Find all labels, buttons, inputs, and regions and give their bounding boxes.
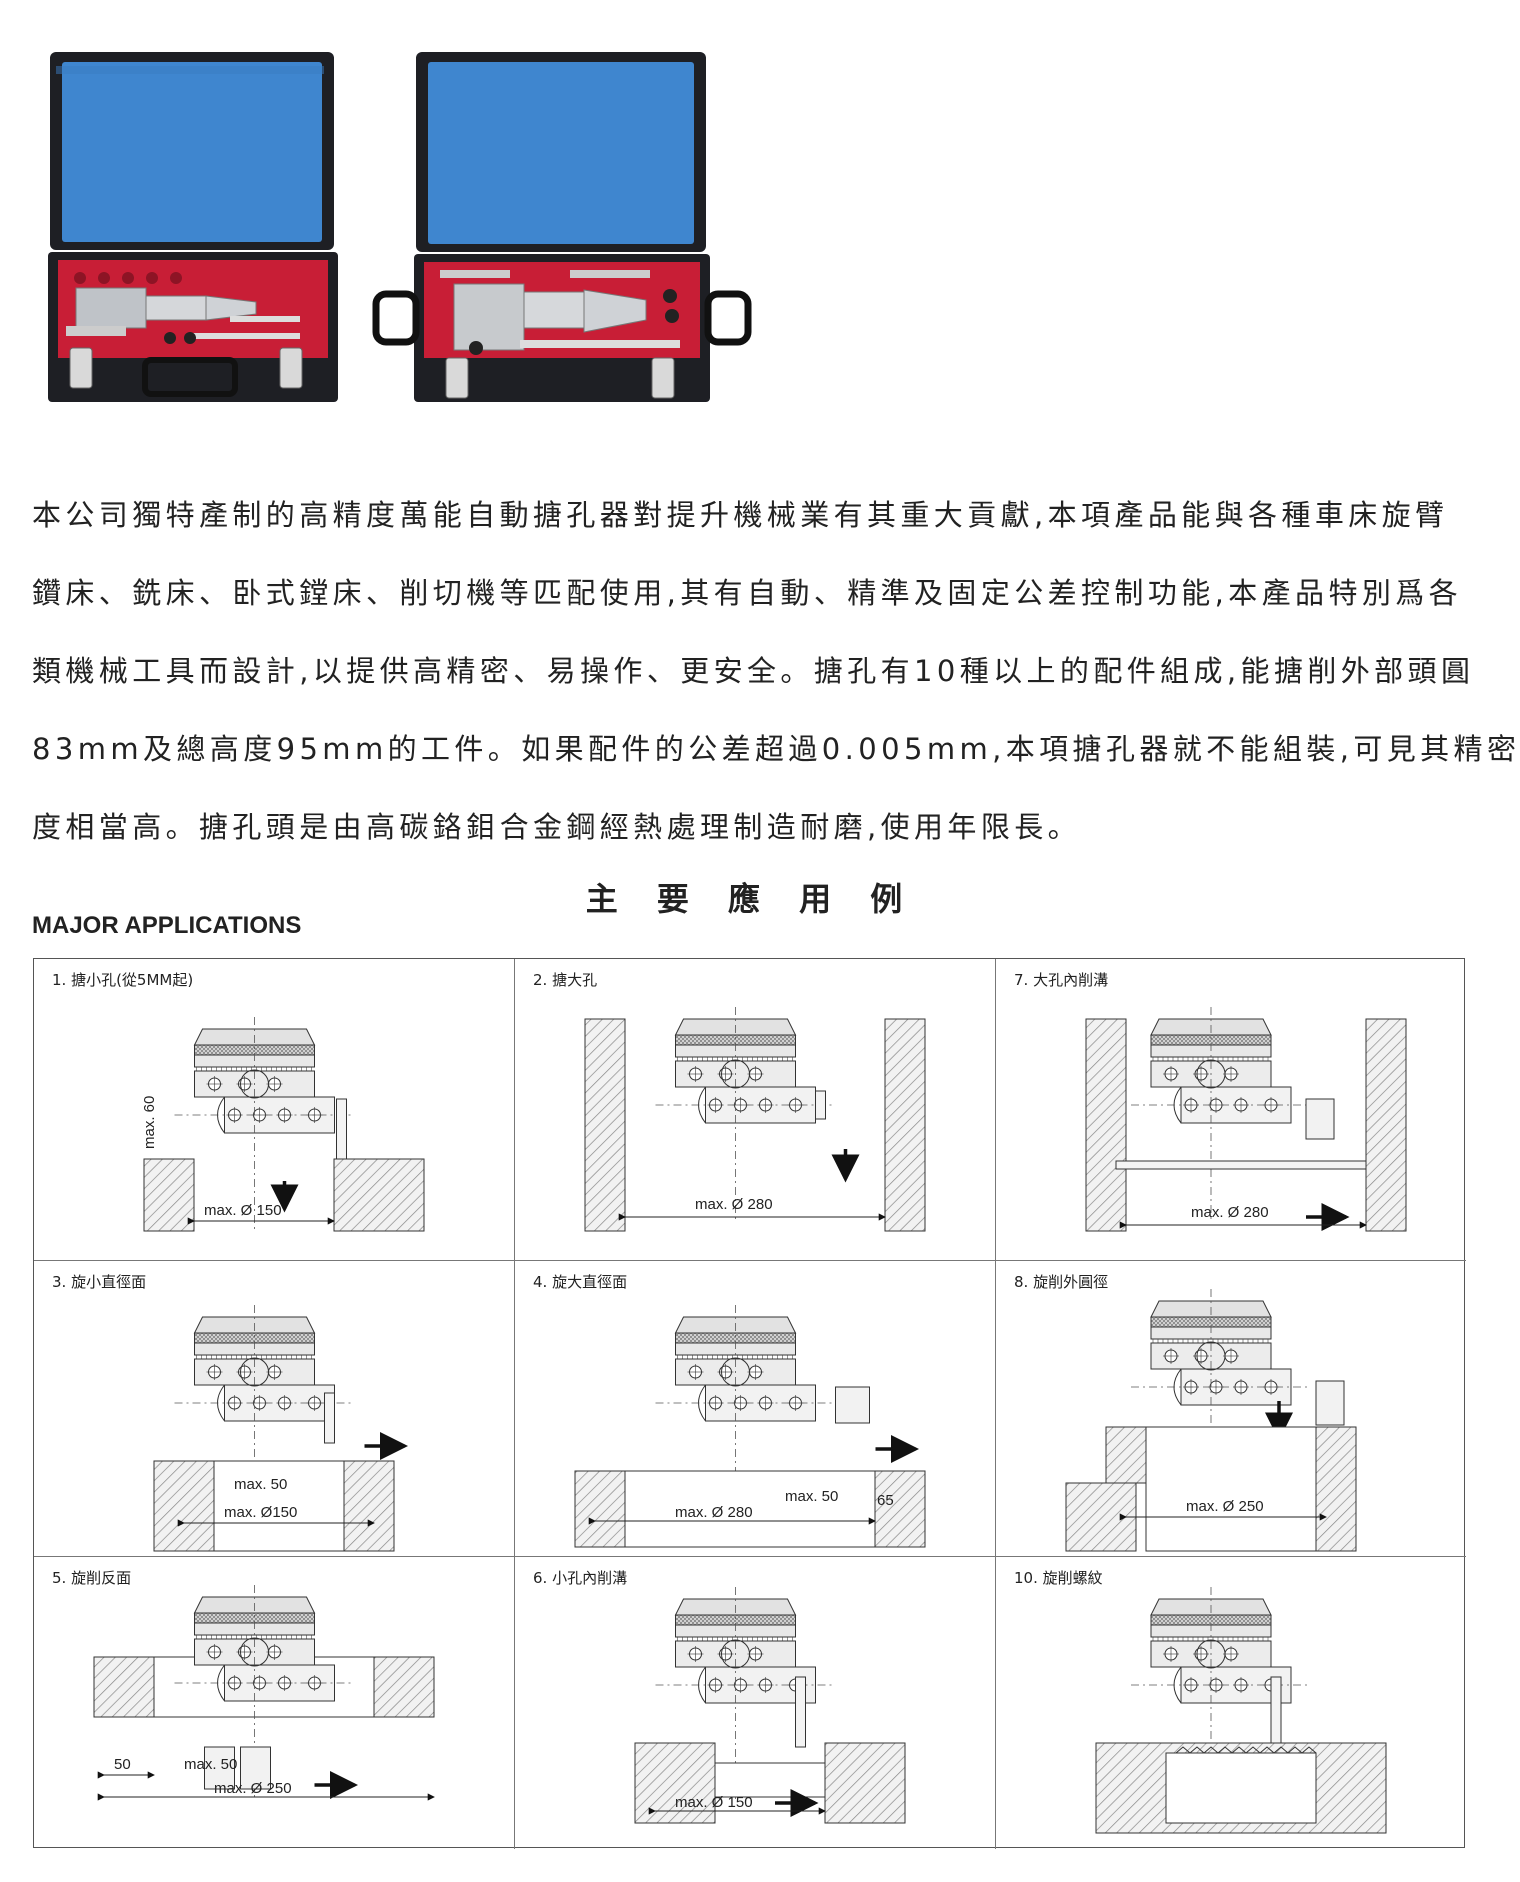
boring-bar [336, 1098, 347, 1160]
workpiece-bore [624, 1470, 876, 1548]
boring-kit-case-photo-large [370, 48, 770, 420]
dimension-label: max. Ø 150 [204, 1202, 282, 1219]
intro-line-1: 本公司獨特產制的高精度萬能自動搪孔器對提升機械業有其重大貢獻,本項產品能與各種車… [32, 498, 1449, 532]
intro-line-4: 83mm及總高度95mm的工件。如果配件的公差超過0.005mm,本項搪孔器就不… [32, 732, 1520, 766]
application-cell-5: 5. 旋削反面 50 max. 50 max. Ø 250 [34, 1557, 515, 1849]
tool-holder [1315, 1380, 1345, 1426]
workpiece-section [1085, 1018, 1127, 1232]
application-diagram: max. 50 max. Ø150 [153, 1305, 408, 1552]
workpiece-groove [714, 1762, 826, 1798]
boring-head [655, 1305, 836, 1517]
workpiece-bore [213, 1460, 345, 1552]
tool-holder [835, 1386, 870, 1424]
boring-bar [1115, 1160, 1367, 1170]
workpiece-section [574, 1470, 626, 1548]
workpiece-section [1065, 1482, 1137, 1552]
application-diagram: max. Ø 280 [584, 1007, 926, 1232]
boring-head [174, 1585, 355, 1797]
intro-line-5: 度相當高。搪孔頭是由高碳鉻鉬合金鋼經熱處理制造耐磨,使用年限長。 [32, 810, 1082, 844]
application-label: 2. 搪大孔 [533, 971, 598, 989]
application-label: 6. 小孔內削溝 [533, 1569, 628, 1587]
application-label: 1. 搪小孔(從5MM起) [52, 971, 194, 989]
workpiece-section [584, 1018, 626, 1232]
dimension-label: 65 [877, 1492, 894, 1509]
dimension-label: max. Ø 250 [214, 1780, 292, 1797]
application-diagram: max. Ø 250 [1065, 1289, 1357, 1552]
dimension-label: max. Ø 280 [675, 1504, 753, 1521]
section-title-english: MAJOR APPLICATIONS [32, 912, 302, 939]
workpiece-section [1105, 1426, 1147, 1484]
application-cell-7: 7. 大孔內削溝 max. Ø 280 [996, 959, 1466, 1261]
boring-bar [795, 1676, 806, 1748]
application-label: 8. 旋削外圓徑 [1014, 1273, 1109, 1291]
boring-bar [324, 1392, 335, 1444]
application-cell-2: 2. 搪大孔 max. Ø 280 [515, 959, 996, 1261]
workpiece-section [93, 1656, 155, 1718]
application-diagram: max. Ø 150 max. 60 [141, 1017, 425, 1232]
workpiece-section [343, 1460, 395, 1552]
workpiece-section [874, 1470, 926, 1548]
boring-head [655, 1007, 836, 1219]
application-cell-4: 4. 旋大直徑面 max. 50 max. Ø 280 65 [515, 1261, 996, 1557]
tool-holder [240, 1746, 271, 1790]
application-label: 4. 旋大直徑面 [533, 1273, 628, 1291]
tool-holder [1305, 1098, 1335, 1140]
dimension-label: 50 [114, 1756, 131, 1773]
workpiece-section [153, 1460, 215, 1552]
workpiece-section [143, 1158, 195, 1232]
workpiece-section [884, 1018, 926, 1232]
application-label: 5. 旋削反面 [52, 1569, 132, 1587]
workpiece-section [1365, 1018, 1407, 1232]
thread-bore [1165, 1752, 1317, 1824]
workpiece-section [824, 1742, 906, 1824]
application-cell-3: 3. 旋小直徑面 max. 50 max. Ø150 [34, 1261, 515, 1557]
application-cell-8: 8. 旋削外圓徑 max. Ø 250 [996, 1261, 1466, 1557]
boring-kit-case-photo-small [40, 48, 350, 420]
intro-line-2: 鑽床、銑床、卧式鏜床、削切機等匹配使用,其有自動、精準及固定公差控制功能,本產品… [32, 576, 1463, 610]
boring-head [1131, 1289, 1311, 1501]
intro-line-3: 類機械工具而設計,以提供高精密、易操作、更安全。搪孔有10種以上的配件組成,能搪… [32, 654, 1475, 688]
application-cell-1: 1. 搪小孔(從5MM起) max. Ø 150 max. 60 [34, 959, 515, 1261]
boring-head [174, 1017, 355, 1229]
boring-bar [1270, 1676, 1282, 1748]
application-label: 7. 大孔內削溝 [1014, 971, 1109, 989]
dimension-label: max. Ø 150 [675, 1794, 753, 1811]
workpiece-section [333, 1158, 425, 1232]
workpiece-section [1315, 1426, 1357, 1552]
tool-holder [204, 1746, 235, 1790]
application-cell-10: 10. 旋削螺紋 [996, 1557, 1466, 1849]
boring-head [1131, 1007, 1311, 1219]
intro-paragraph: 本公司獨特產制的高精度萬能自動搪孔器對提升機械業有其重大貢獻,本項產品能與各種車… [32, 476, 1520, 866]
dimension-label: max. 50 [234, 1476, 287, 1493]
workpiece-body [1145, 1426, 1317, 1552]
application-diagram: 50 max. 50 max. Ø 250 [93, 1585, 435, 1801]
boring-bar [815, 1090, 826, 1120]
application-label: 3. 旋小直徑面 [52, 1273, 147, 1291]
application-label: 10. 旋削螺紋 [1014, 1569, 1103, 1587]
thread-profile [1175, 1746, 1317, 1754]
dimension-label: max. Ø 250 [1186, 1498, 1264, 1515]
workpiece-section [373, 1656, 435, 1718]
application-diagram [1095, 1587, 1387, 1834]
section-title-chinese: 主 要 應 用 例 [585, 880, 917, 918]
application-diagram: max. 50 max. Ø 280 65 [574, 1305, 926, 1548]
dimension-label: max. Ø 280 [695, 1196, 773, 1213]
application-diagram: max. Ø 280 [1085, 1007, 1407, 1232]
dimension-label: max. Ø150 [224, 1504, 297, 1521]
dimension-label: max. 50 [184, 1756, 237, 1773]
dimension-label: max. 50 [785, 1488, 838, 1505]
application-cell-6: 6. 小孔內削溝 max. Ø 150 [515, 1557, 996, 1849]
boring-head [174, 1305, 355, 1517]
applications-grid: 1. 搪小孔(從5MM起) max. Ø 150 max. 60 2. 搪大孔 m… [33, 958, 1466, 1849]
dimension-label: max. Ø 280 [1191, 1204, 1269, 1221]
dimension-label: max. 60 [141, 1096, 158, 1149]
application-diagram: max. Ø 150 [634, 1587, 906, 1824]
